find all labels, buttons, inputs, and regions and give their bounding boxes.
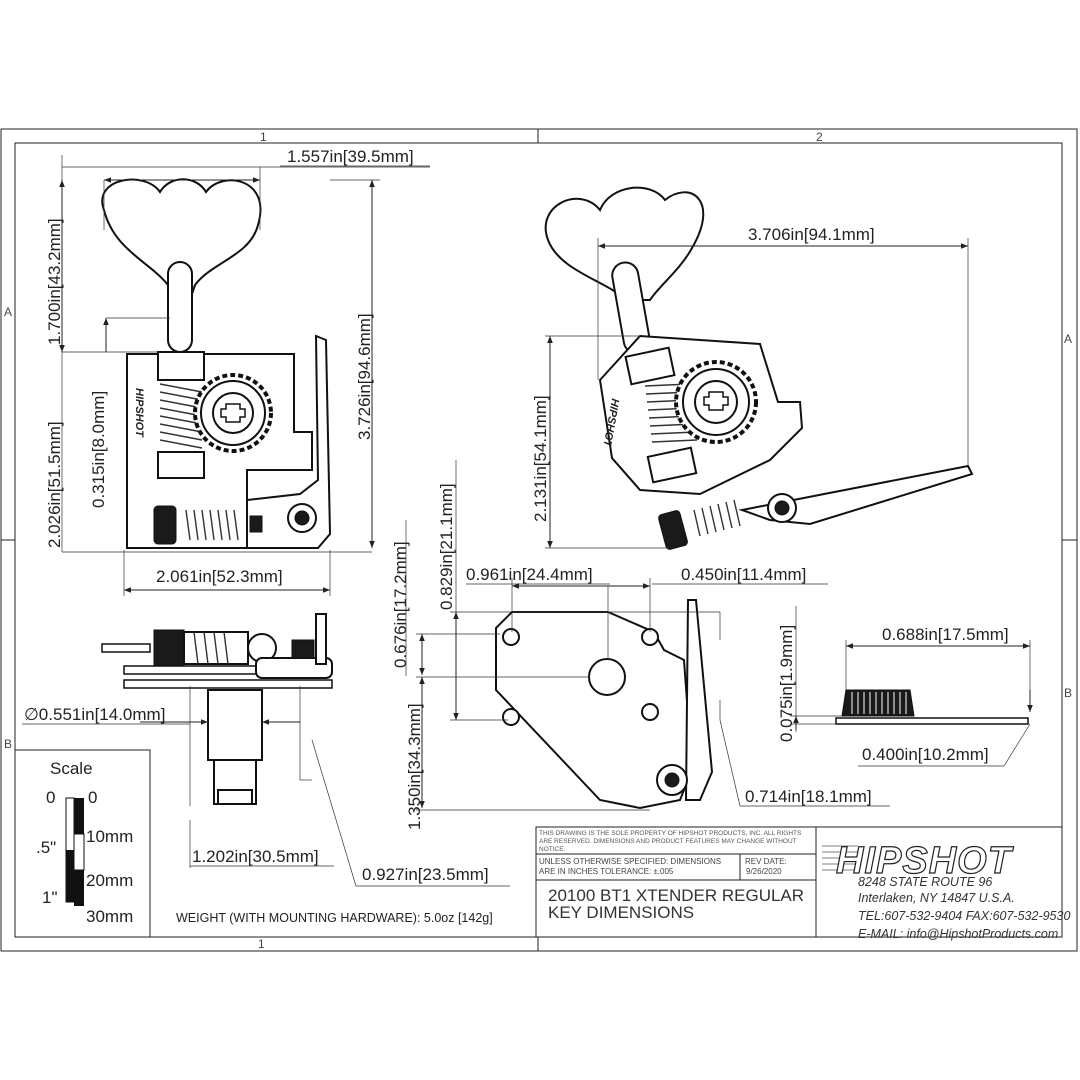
notice-line-1: THIS DRAWING IS THE SOLE PROPERTY OF HIP… [539, 830, 802, 837]
drawing-title-line-1: 20100 BT1 XTENDER REGULAR [548, 886, 804, 905]
zone-label-left-b: B [4, 737, 12, 751]
knob-detail-view [835, 689, 1029, 725]
scale-title: Scale [50, 759, 93, 778]
phone-line: TEL:607-532-9404 FAX:607-532-9530 [858, 909, 1070, 923]
address-line-2: Interlaken, NY 14847 U.S.A. [858, 891, 1015, 905]
spec-line-2: ARE IN INCHES TOLERANCE: ±.005 [539, 867, 674, 876]
dim-overall-height: 3.726in[94.6mm] [355, 313, 374, 440]
housing-brand-text: HIPSHOT [133, 388, 145, 438]
scale-left-half: .5" [36, 838, 56, 857]
dim-key-height: 1.700in[43.2mm] [45, 218, 64, 345]
front-view-tuner: HIPSHOT [101, 178, 332, 549]
notice-line-3: NOTICE. [539, 846, 566, 853]
dim-flange-thickness: 0.075in[1.9mm] [777, 625, 796, 742]
dim-shaft-offset: 0.315in[8.0mm] [89, 391, 108, 508]
notice-line-2: ARE RESERVED. DIMENSIONS AND PRODUCT FEA… [539, 838, 797, 845]
dim-post-depth: 0.927in[23.5mm] [362, 865, 489, 884]
zone-label-left-a: A [4, 305, 12, 319]
address-line-1: 8248 STATE ROUTE 96 [858, 875, 992, 889]
drawing-title-line-2: KEY DIMENSIONS [548, 903, 694, 922]
side-view-dimensions: ∅0.551in[14.0mm] 1.202in[30.5mm] 0.927in… [22, 686, 510, 887]
scale-left-0: 0 [46, 788, 55, 807]
knob-detail-dimensions: 0.688in[17.5mm] 0.075in[1.9mm] 0.400in[1… [777, 606, 1033, 767]
hipshot-logo: HIPSHOT [822, 839, 1014, 883]
front-view-dimensions: 1.557in[39.5mm] 1.700in[43.2mm] 2.026in[… [45, 147, 430, 596]
zone-label-bottom-1: 1 [258, 937, 265, 951]
back-plate-dimensions: 0.961in[24.4mm] 0.450in[11.4mm] 0.829in[… [391, 460, 890, 830]
zone-label-right-b: B [1064, 686, 1072, 700]
side-view-tuner [101, 613, 333, 805]
dim-side-height: 1.202in[30.5mm] [192, 847, 319, 866]
dim-hole-offset: 0.450in[11.4mm] [681, 565, 806, 584]
dim-iso-length: 3.706in[94.1mm] [748, 225, 875, 244]
zone-label-top-1: 1 [260, 130, 267, 144]
rev-date: 9/26/2020 [746, 867, 782, 876]
company-block: HIPSHOT 8248 STATE ROUTE 96 Interlaken, … [822, 839, 1070, 941]
scale-right-0: 0 [88, 788, 97, 807]
scale-right-30: 30mm [86, 907, 133, 926]
weight-note: WEIGHT (WITH MOUNTING HARDWARE): 5.0oz [… [176, 911, 493, 925]
dim-iso-height: 2.131in[54.1mm] [531, 395, 550, 522]
dim-lever-width: 0.714in[18.1mm] [745, 787, 872, 806]
email-line: E-MAIL: info@HipshotProducts.com [858, 927, 1058, 941]
dim-knob-width: 0.688in[17.5mm] [882, 625, 1009, 644]
scale-right-10: 10mm [86, 827, 133, 846]
dim-width-head: 1.557in[39.5mm] [287, 147, 414, 166]
dim-plate-height: 1.350in[34.3mm] [405, 703, 424, 830]
rev-label: REV DATE: [745, 857, 787, 866]
isometric-view-dimensions: 3.706in[94.1mm] 2.131in[54.1mm] [531, 225, 969, 549]
title-block: THIS DRAWING IS THE SOLE PROPERTY OF HIP… [535, 826, 1063, 938]
zone-label-top-2: 2 [816, 130, 823, 144]
dim-housing-height: 2.026in[51.5mm] [45, 421, 64, 548]
dim-plate-vertical: 0.829in[21.1mm] [437, 483, 456, 610]
spec-line-1: UNLESS OTHERWISE SPECIFIED: DIMENSIONS [539, 857, 721, 866]
logo-text: HIPSHOT [836, 840, 1014, 882]
back-plate-view [495, 599, 714, 810]
zone-label-right-a: A [1064, 332, 1072, 346]
scale-box: Scale 0 .5" 1" 0 10mm 20mm 30mm [14, 749, 151, 938]
scale-left-1: 1" [42, 888, 58, 907]
scale-right-20: 20mm [86, 871, 133, 890]
dim-hole-spacing: 0.961in[24.4mm] [466, 565, 593, 584]
dim-center-offset: 0.676in[17.2mm] [391, 541, 410, 668]
dim-shaft-diameter: ∅0.551in[14.0mm] [24, 705, 165, 724]
dim-knob-height: 0.400in[10.2mm] [862, 745, 989, 764]
dim-housing-width: 2.061in[52.3mm] [156, 567, 283, 586]
